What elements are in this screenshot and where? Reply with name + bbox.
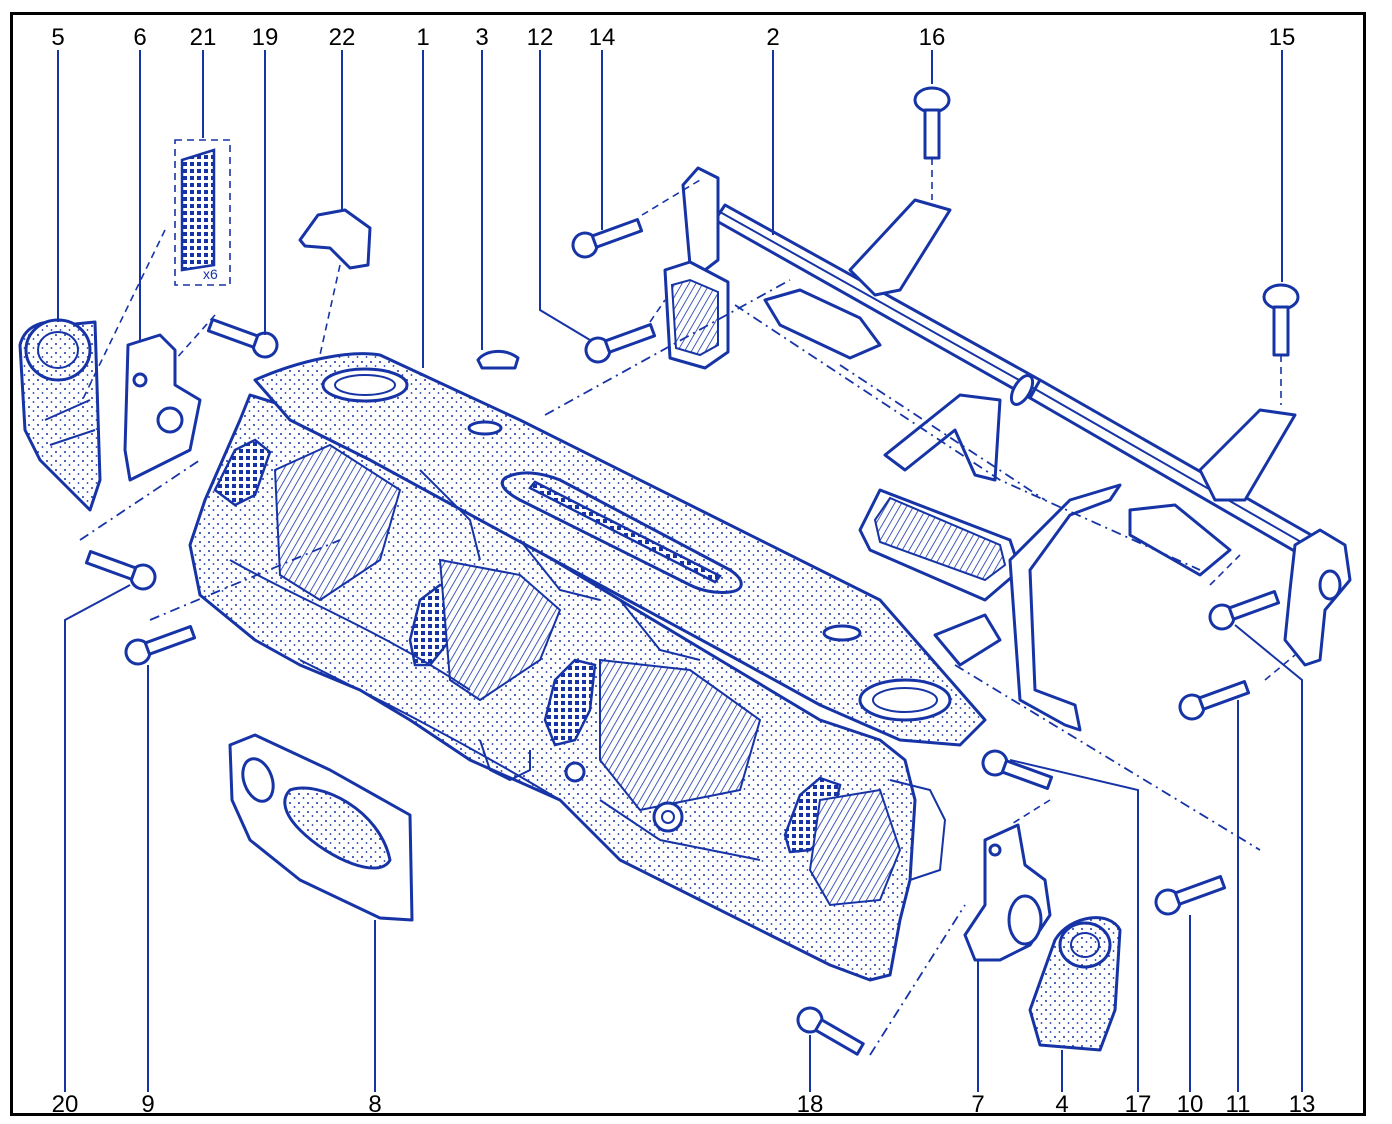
top-bracket <box>298 208 372 270</box>
callout-1: 1 <box>416 24 429 51</box>
callout-14: 14 <box>589 24 616 51</box>
bolts <box>84 86 1300 1056</box>
callout-22: 22 <box>329 24 356 51</box>
dashboard-panel <box>188 352 987 982</box>
callout-6: 6 <box>133 24 146 51</box>
leader-lines <box>57 50 1303 1092</box>
left-end-cover <box>18 318 102 512</box>
right-side-bracket <box>963 823 1052 962</box>
callouts-top: 5 6 21 19 22 1 3 12 14 2 16 15 <box>51 24 1295 51</box>
callout-2: 2 <box>766 24 779 51</box>
cap <box>476 350 520 370</box>
callout-5: 5 <box>51 24 64 51</box>
callout-21: 21 <box>190 24 217 51</box>
callout-18: 18 <box>797 1091 824 1118</box>
quantity-label: x6 <box>203 266 218 282</box>
left-side-bracket <box>123 333 202 482</box>
cross-car-beam <box>663 166 1352 732</box>
callout-4: 4 <box>1055 1091 1068 1118</box>
callout-12: 12 <box>527 24 554 51</box>
callouts-bottom: 20 9 8 18 7 4 17 10 11 13 <box>52 1091 1316 1118</box>
callout-9: 9 <box>141 1091 154 1118</box>
callout-7: 7 <box>971 1091 984 1118</box>
callout-3: 3 <box>475 24 488 51</box>
clip-set: x6 <box>174 139 231 286</box>
callout-13: 13 <box>1289 1091 1316 1118</box>
right-end-cover <box>1028 916 1122 1052</box>
callout-16: 16 <box>919 24 946 51</box>
assembly-lines <box>79 158 1296 1056</box>
callout-15: 15 <box>1269 24 1296 51</box>
callout-19: 19 <box>252 24 279 51</box>
callout-10: 10 <box>1177 1091 1204 1118</box>
instrument-cluster-bezel <box>228 733 414 922</box>
callout-20: 20 <box>52 1091 79 1118</box>
callout-11: 11 <box>1226 1091 1251 1118</box>
callout-17: 17 <box>1125 1091 1152 1118</box>
callout-8: 8 <box>368 1091 381 1118</box>
